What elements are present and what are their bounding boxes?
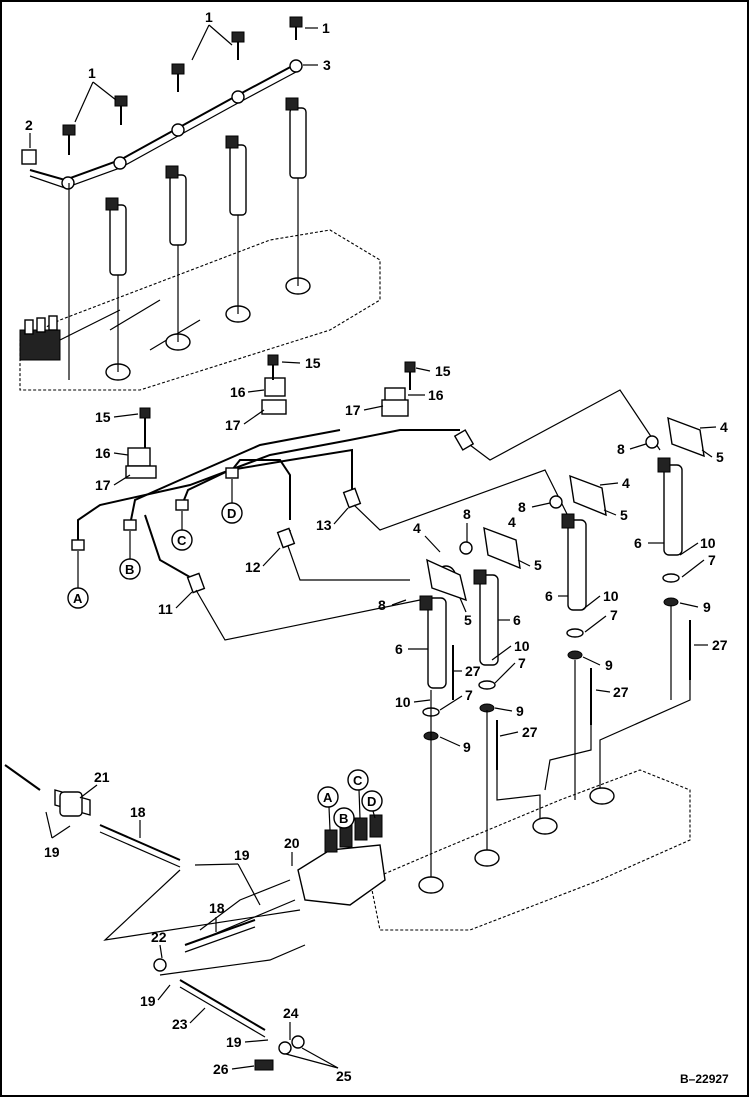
callout-9-b: 9 [516,703,524,719]
svg-text:D: D [367,794,376,809]
callout-25: 25 [336,1068,352,1084]
bottom-engine-head [369,769,691,931]
callout-21: 21 [94,769,110,785]
banjo-bolts [62,16,303,155]
top-engine-head [19,229,381,391]
callout-16-b: 16 [428,387,444,403]
callout-8-c: 8 [518,499,526,515]
callout-27-b: 27 [522,724,538,740]
callout-8-d: 8 [617,441,625,457]
callout-9-d: 9 [703,599,711,615]
callout-19-c: 19 [140,993,156,1009]
circled-A-mid: A [67,551,89,609]
callout-20: 20 [284,835,300,851]
svg-text:B: B [339,811,348,826]
callout-27-d: 27 [712,637,728,653]
circled-B-mid: B [119,531,141,580]
callout-9-a: 9 [463,739,471,755]
svg-text:B: B [125,562,134,577]
callout-1-b: 1 [322,20,330,36]
high-pressure-lines [71,389,661,641]
callout-27-a: 27 [465,663,481,679]
callout-17-c: 17 [95,477,111,493]
callout-5-b: 5 [534,557,542,573]
circled-D-mid: D [221,479,243,524]
callout-10-b: 10 [514,638,530,654]
callout-18-a: 18 [130,804,146,820]
fuel-hoses [4,764,306,1071]
callout-22: 22 [151,929,167,945]
callout-15-b: 15 [435,363,451,379]
leak-off-rail [21,59,303,190]
callout-10-d: 10 [700,535,716,551]
svg-text:A: A [73,591,83,606]
circled-C-pump: C [347,769,369,819]
callout-7-b: 7 [518,655,526,671]
callout-27-c: 27 [613,684,629,700]
callout-4-d: 4 [720,419,728,435]
callout-26: 26 [213,1061,229,1077]
injection-pump [199,814,386,941]
callout-7-d: 7 [708,552,716,568]
callout-17-a: 17 [225,417,241,433]
callout-8-a: 8 [378,597,386,613]
callout-6-b: 6 [513,612,521,628]
callout-5-a: 5 [464,612,472,628]
top-injectors [68,97,307,380]
callout-23: 23 [172,1016,188,1032]
callout-3: 3 [323,57,331,73]
callout-12: 12 [245,559,261,575]
callout-1-a: 1 [205,9,213,25]
svg-text:C: C [177,533,187,548]
callout-6-a: 6 [395,641,403,657]
callout-10-a: 10 [395,694,411,710]
callout-4-b: 4 [508,514,516,530]
callout-24: 24 [283,1005,299,1021]
line-clamps [125,354,416,479]
callout-9-c: 9 [605,657,613,673]
svg-text:D: D [227,506,236,521]
callout-labels: 1 1 1 2 3 15 16 17 15 16 17 15 16 17 11 [25,9,729,1086]
callout-10-c: 10 [603,588,619,604]
callout-16-a: 16 [230,384,246,400]
callout-13: 13 [316,517,332,533]
circled-D-pump: D [361,790,383,819]
callout-8-b: 8 [463,506,471,522]
callout-19-b: 19 [234,847,250,863]
svg-text:C: C [353,773,363,788]
callout-6-d: 6 [634,535,642,551]
callout-5-c: 5 [620,507,628,523]
callout-19-d: 19 [226,1034,242,1050]
callout-16-c: 16 [95,445,111,461]
callout-5-d: 5 [716,449,724,465]
document-reference: B–22927 [680,1072,729,1086]
callout-19-a: 19 [44,844,60,860]
callout-7-c: 7 [610,607,618,623]
svg-text:A: A [323,790,333,805]
callout-15-a: 15 [305,355,321,371]
callout-17-b: 17 [345,402,361,418]
circled-B-pump: B [333,807,355,829]
circled-C-mid: C [171,511,193,551]
circled-A-pump: A [317,786,339,831]
callout-4-a: 4 [413,520,421,536]
callout-18-b: 18 [209,900,225,916]
callout-1-c: 1 [88,65,96,81]
callout-7-a: 7 [465,687,473,703]
callout-15-c: 15 [95,409,111,425]
callout-6-c: 6 [545,588,553,604]
callout-2: 2 [25,117,33,133]
injector-assemblies [419,416,705,880]
callout-11: 11 [158,601,173,617]
callout-4-c: 4 [622,475,630,491]
